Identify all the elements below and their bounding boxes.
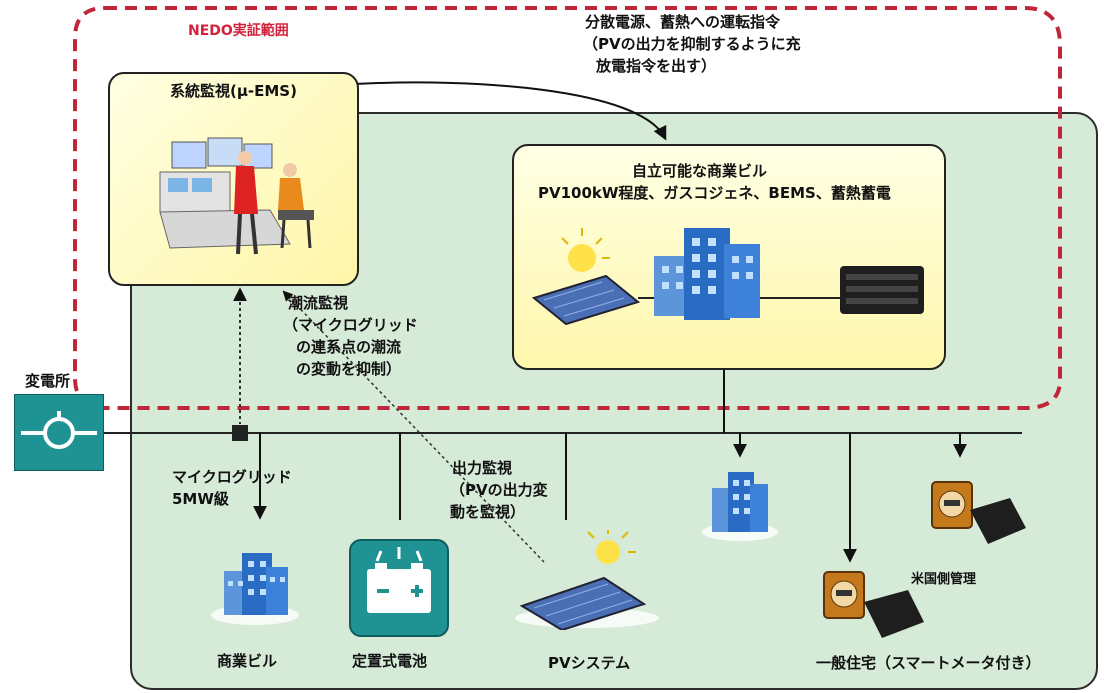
output-monitor-line2: （PVの出力変 bbox=[450, 481, 548, 499]
ems-title: 系統監視(μ-EMS) bbox=[170, 82, 297, 100]
commercial-building-line2: PV100kW程度、ガスコジェネ、BEMS、蓄熱蓄電 bbox=[538, 184, 891, 202]
household-meter-icon bbox=[823, 571, 924, 638]
substation-label: 変電所 bbox=[25, 372, 71, 390]
bottom-battery-label: 定置式電池 bbox=[352, 652, 428, 670]
small-building-icon bbox=[702, 472, 778, 541]
output-monitor-line1: 出力監視 bbox=[452, 459, 513, 477]
commercial-building-line1: 自立可能な商業ビル bbox=[632, 162, 768, 180]
us-smart-meter-icon bbox=[931, 481, 1026, 544]
battery-icon bbox=[349, 539, 449, 637]
substation-symbol bbox=[21, 411, 97, 449]
dispatch-command-line1: 分散電源、蓄熱への運転指令 bbox=[585, 13, 781, 31]
power-flow-line1: 潮流監視 bbox=[288, 294, 349, 312]
dispatch-command-line2: （PVの出力を抑制するように充 bbox=[583, 35, 801, 53]
household-label: 一般住宅（スマートメータ付き） bbox=[816, 654, 1041, 672]
commercial-building-box: 自立可能な商業ビル PV100kW程度、ガスコジェネ、BEMS、蓄熱蓄電 bbox=[512, 144, 946, 370]
building-equipment-illustration bbox=[531, 228, 924, 326]
control-room-illustration bbox=[159, 137, 314, 255]
output-monitor-line3: 動を監視） bbox=[450, 503, 526, 521]
battery-symbol bbox=[367, 547, 431, 613]
microgrid-line2: 5MW級 bbox=[172, 490, 229, 508]
dispatch-command-arrow bbox=[354, 81, 667, 141]
ems-box: 系統監視(μ-EMS) bbox=[108, 72, 359, 286]
us-managed-label: 米国側管理 bbox=[911, 572, 977, 587]
power-flow-monitor-line bbox=[282, 290, 545, 563]
junction-node bbox=[232, 425, 248, 441]
pv-panel-icon bbox=[515, 530, 659, 630]
bottom-building-icon bbox=[211, 553, 299, 625]
bottom-pv-label: PVシステム bbox=[548, 654, 631, 672]
bottom-commercial-building-label: 商業ビル bbox=[217, 652, 278, 670]
power-flow-line2: （マイクログリッド bbox=[283, 316, 418, 334]
nedo-scope-border bbox=[73, 6, 1062, 410]
microgrid-line1: マイクログリッド bbox=[172, 468, 292, 486]
dispatch-command-line3: 放電指令を出す） bbox=[596, 57, 717, 75]
power-flow-line4: の変動を抑制） bbox=[296, 360, 402, 378]
nedo-scope-label: NEDO実証範囲 bbox=[188, 23, 289, 39]
substation-icon bbox=[14, 394, 104, 471]
power-flow-line3: の連系点の潮流 bbox=[296, 338, 402, 356]
